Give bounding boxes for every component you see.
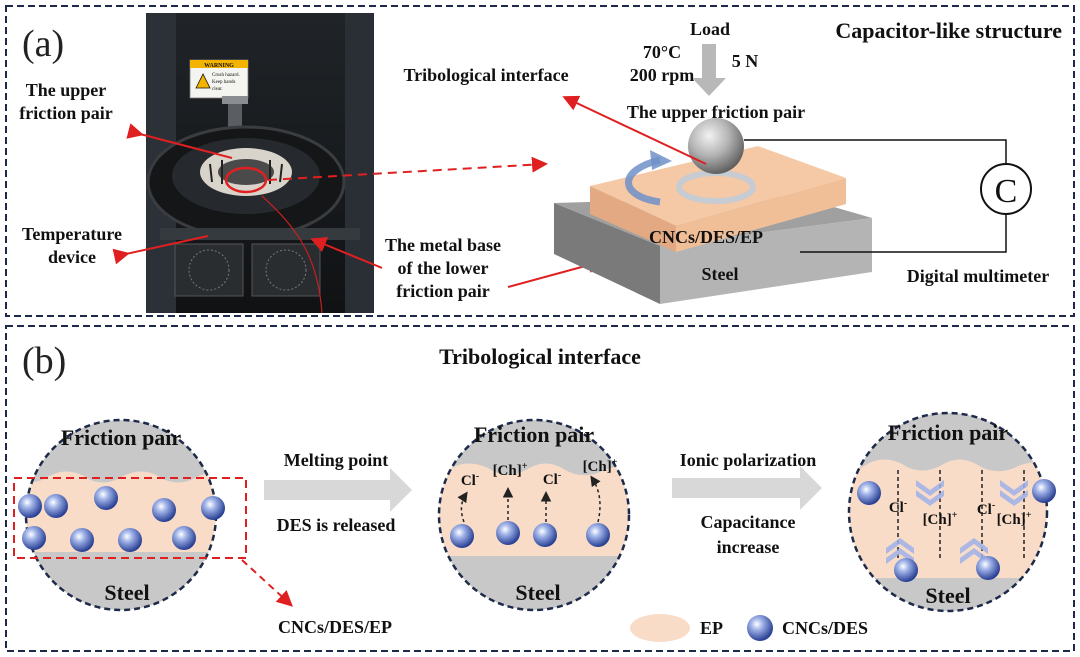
particles-circle-3 xyxy=(857,479,1056,582)
legend: EP CNCs/DES xyxy=(630,614,868,642)
particle xyxy=(18,494,42,518)
hazard-icon xyxy=(195,73,211,89)
upper-friction-ball xyxy=(688,118,744,174)
particles-circle-2 xyxy=(450,521,610,548)
circle-3-ch-ion-2: [Ch]+ xyxy=(997,510,1032,528)
interface-circle-2: Cl- [Ch]+ Cl- [Ch]+ Friction pair Steel xyxy=(437,418,631,612)
upper-pair-arrow xyxy=(126,123,233,159)
capacitor-symbol-letter: C xyxy=(995,173,1018,210)
load-arrow xyxy=(702,44,716,78)
apparatus-photo: WARNING Crush hazard. Keep hands clear. xyxy=(146,13,374,314)
particle xyxy=(857,481,881,505)
legend-cncs-swatch xyxy=(747,615,773,641)
arrow-1-bottom-label: DES is released xyxy=(277,515,396,535)
circle-3-friction-pair: Friction pair xyxy=(888,420,1009,445)
upper-pair-label-line1: The upper xyxy=(26,80,107,100)
schematic: C xyxy=(554,44,1032,304)
speed-value: 200 rpm xyxy=(630,65,695,85)
load-label: Load xyxy=(690,19,730,39)
circle-3-ch-ion-1: [Ch]+ xyxy=(923,510,958,528)
particle xyxy=(70,528,94,552)
temperature-value: 70°C xyxy=(643,42,681,62)
warning-line-3: clear. xyxy=(212,87,223,92)
warning-sign-title: WARNING xyxy=(204,63,234,69)
circle-2-ch-ion-1: [Ch]+ xyxy=(493,461,528,479)
arrow-2-top-label: Ionic polarization xyxy=(680,450,817,470)
zoom-box-label: CNCs/DES/EP xyxy=(278,617,392,637)
tribological-interface-label: Tribological interface xyxy=(403,65,568,85)
interface-circle-1: Friction pair Steel xyxy=(18,418,225,612)
particle xyxy=(1032,479,1056,503)
panel-a-title: Capacitor-like structure xyxy=(835,18,1062,43)
wire-top xyxy=(744,139,1007,164)
particle xyxy=(172,526,196,550)
zoom-link-arrow xyxy=(267,156,548,181)
particle xyxy=(94,486,118,510)
metal-base-label-line1: The metal base xyxy=(385,235,501,255)
polarization-chevrons xyxy=(886,480,1028,564)
arrow-2-bottom-label-line2: increase xyxy=(717,537,780,557)
metal-base-label-line2: of the lower xyxy=(398,258,489,278)
interface-arrow xyxy=(562,95,707,165)
circle-3-cl-ion-2: Cl- xyxy=(977,500,995,518)
particle xyxy=(976,556,1000,580)
process-arrow-2 xyxy=(672,466,822,510)
particle xyxy=(586,523,610,547)
metal-base-label-line3: friction pair xyxy=(396,281,489,301)
circle-3-cl-ion-1: Cl- xyxy=(889,498,907,516)
particle xyxy=(22,526,46,550)
temperature-label-line1: Temperature xyxy=(22,224,122,244)
upper-pair-schematic-label: The upper friction pair xyxy=(627,102,805,122)
particle xyxy=(44,494,68,518)
panel-a-label: (a) xyxy=(22,23,64,65)
legend-cncs-label: CNCs/DES xyxy=(782,618,868,638)
panel-a-frame xyxy=(5,5,1075,317)
arrow-1-top-label: Melting point xyxy=(284,450,389,470)
circle-2-cl-ion-1: Cl- xyxy=(461,471,479,489)
particle xyxy=(201,496,225,520)
capacitor-symbol xyxy=(980,163,1032,215)
composite-block-top xyxy=(590,146,846,226)
rotation-arrow xyxy=(625,156,661,206)
arrow-2-bottom-label-line1: Capacitance xyxy=(701,512,796,532)
circle-2-cl-ion-2: Cl- xyxy=(543,470,561,488)
panel-b-title: Tribological interface xyxy=(439,344,641,369)
temperature-label-line2: device xyxy=(48,247,96,267)
wire-bottom xyxy=(800,214,1007,253)
circle-2-steel: Steel xyxy=(515,580,560,605)
circle-1-steel: Steel xyxy=(104,580,149,605)
particle xyxy=(533,523,557,547)
circle-2-ch-ion-2: [Ch]+ xyxy=(583,457,618,475)
upper-pair-label-line2: friction pair xyxy=(19,103,112,123)
interface-circle-3: Cl- [Ch]+ Cl- [Ch]+ Friction pair Steel xyxy=(847,411,1056,613)
particle xyxy=(118,528,142,552)
process-arrow-1 xyxy=(264,468,412,512)
particle xyxy=(496,521,520,545)
force-value: 5 N xyxy=(732,51,759,71)
particle xyxy=(894,558,918,582)
multimeter-label: Digital multimeter xyxy=(907,266,1049,286)
legend-ep-swatch xyxy=(630,614,690,642)
composite-label: CNCs/DES/EP xyxy=(649,227,763,247)
legend-ep-label: EP xyxy=(700,618,723,638)
particles-circle-1 xyxy=(18,486,225,552)
panel-b-label: (b) xyxy=(22,340,66,382)
photo-annotations: The upper friction pair Temperature devi… xyxy=(19,80,604,301)
particle xyxy=(152,498,176,522)
temperature-arrow xyxy=(112,235,209,265)
circle-2-friction-pair: Friction pair xyxy=(474,422,595,447)
zoom-target-circle xyxy=(224,166,268,194)
circle-1-friction-pair: Friction pair xyxy=(61,425,182,450)
steel-label: Steel xyxy=(702,264,739,284)
panel-b-frame xyxy=(5,325,1075,652)
warning-line-1: Crush hazard. xyxy=(212,73,240,78)
particle xyxy=(450,524,474,548)
zoom-box-arrow xyxy=(241,559,293,607)
warning-line-2: Keep hands xyxy=(212,80,236,85)
metal-base-arrow-to-photo xyxy=(310,237,383,269)
circle-3-steel: Steel xyxy=(925,583,970,608)
